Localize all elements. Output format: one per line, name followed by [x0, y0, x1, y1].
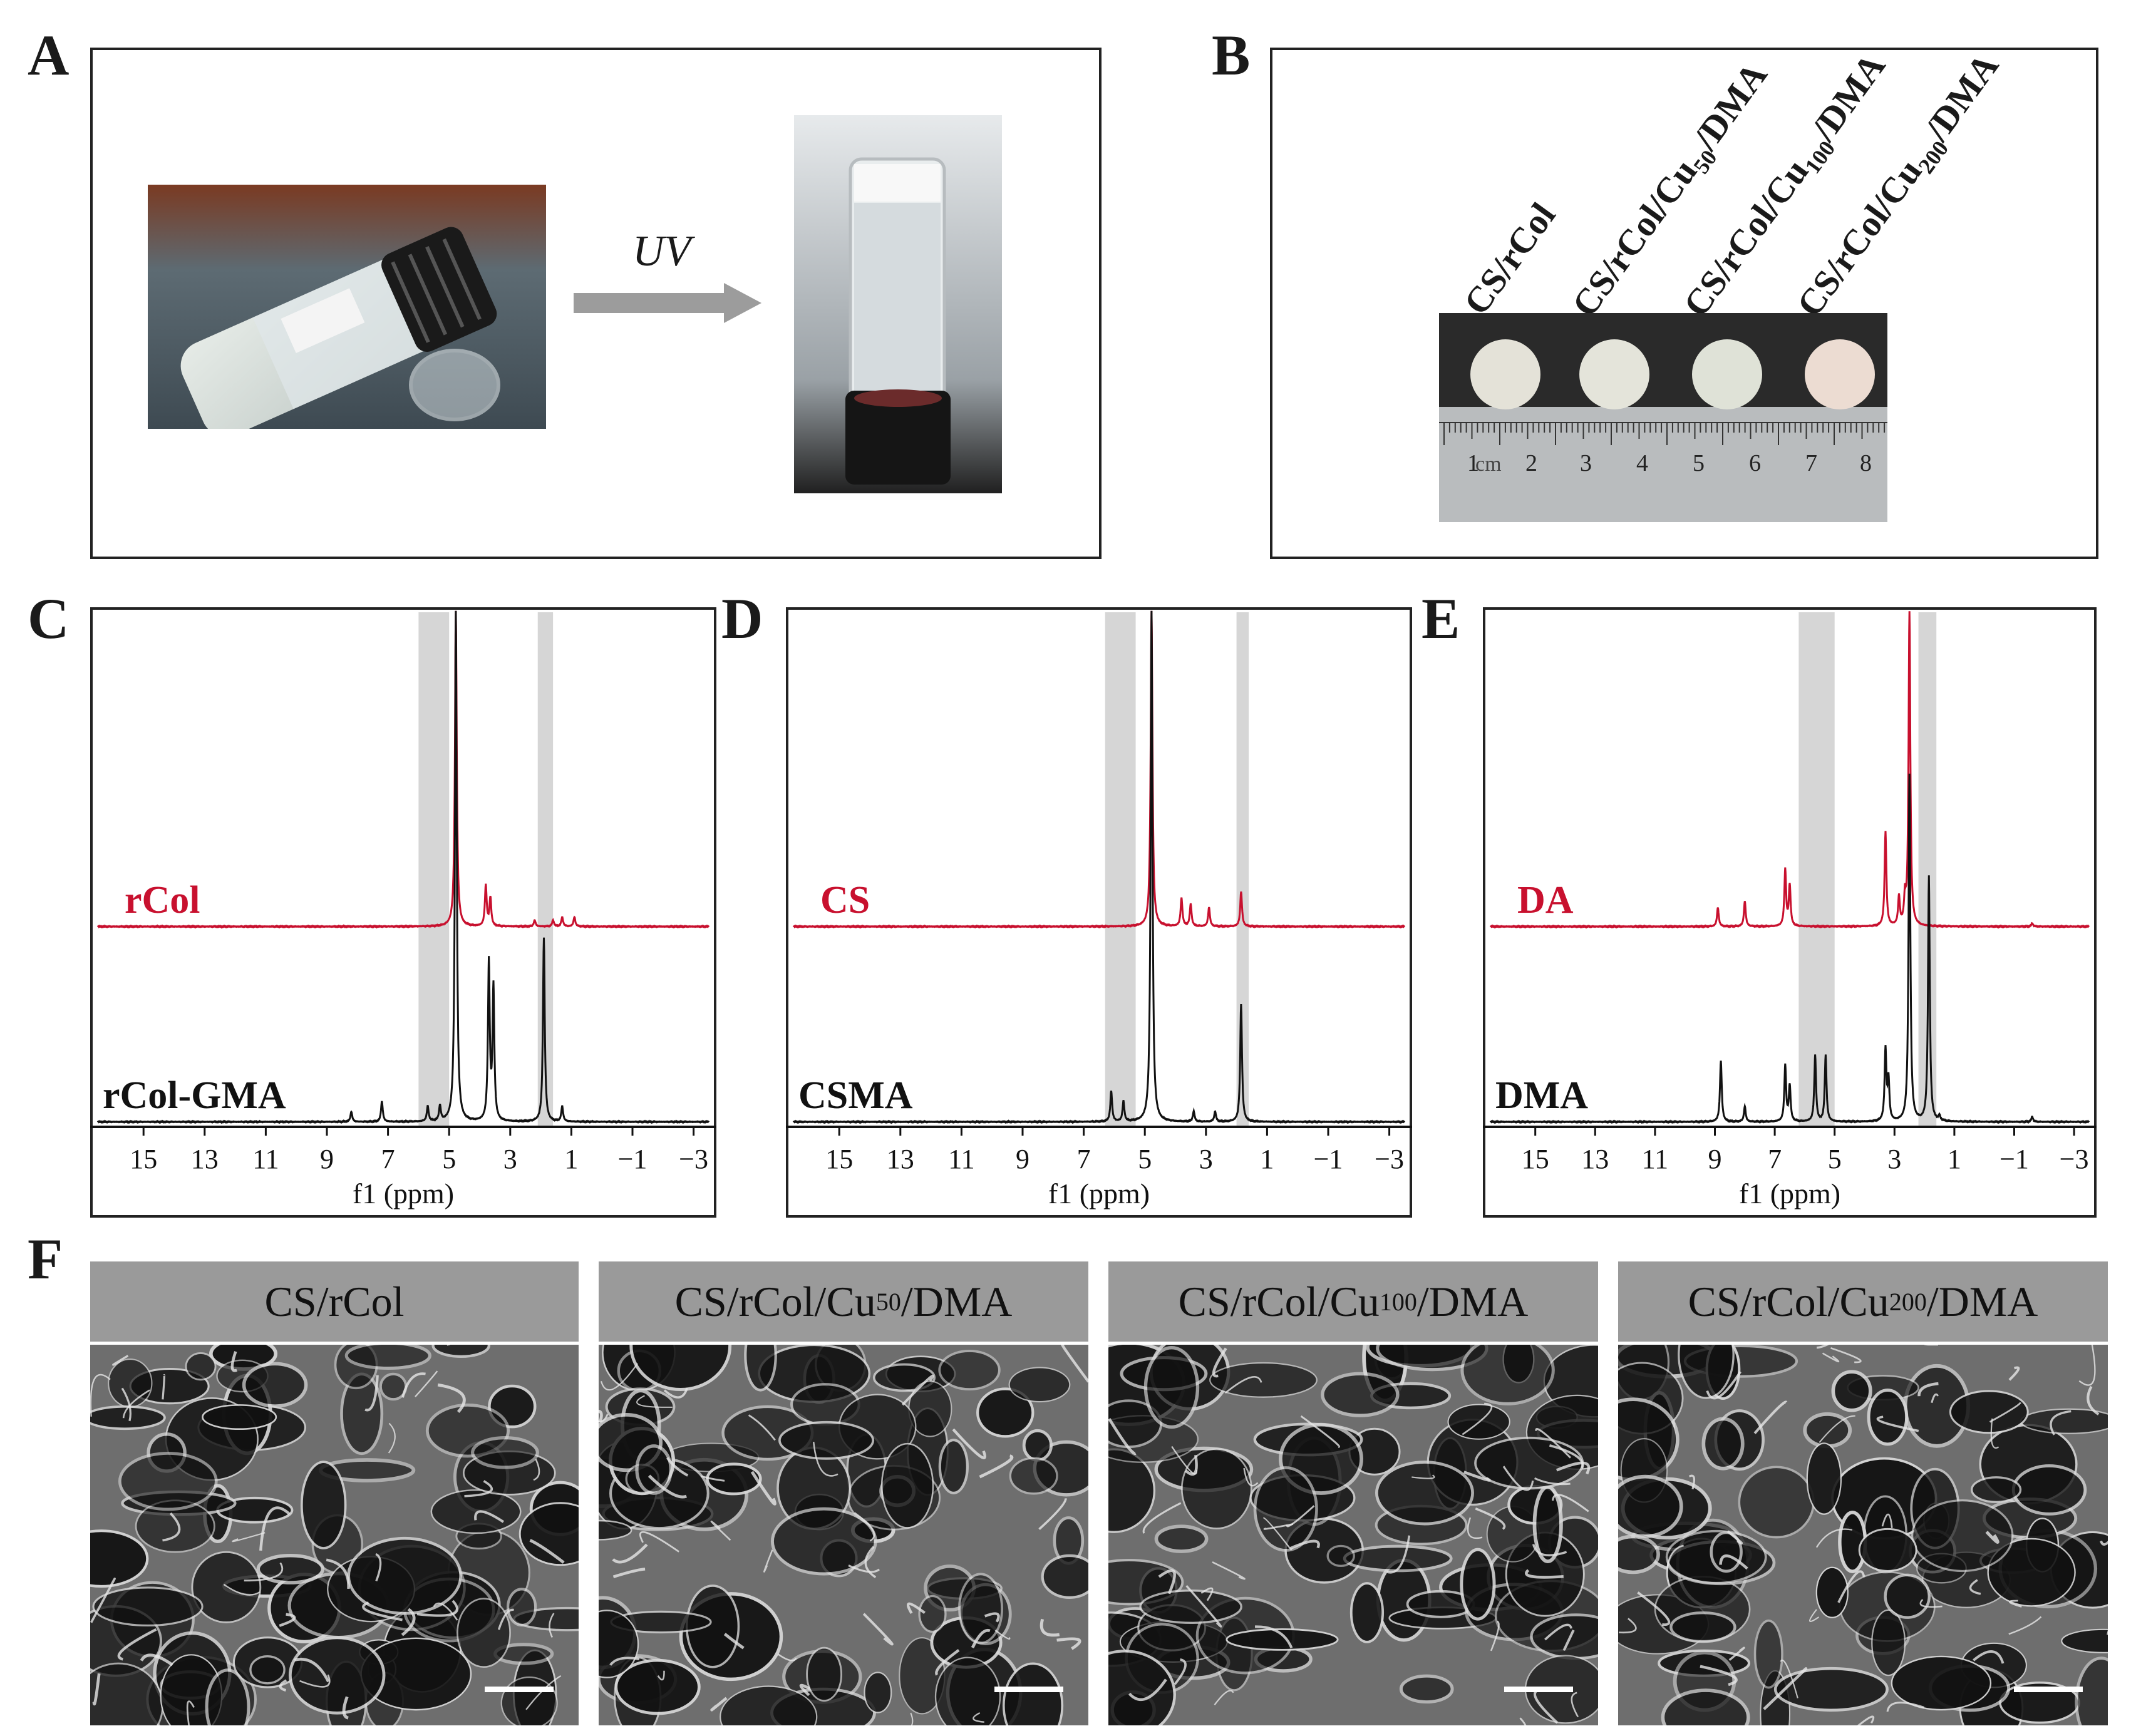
nmr-chart-e: DA DMA 15 13 11 9 7 5 3 1 −1 −3 f1 (ppm) [1483, 611, 2097, 1210]
x-tick-label-7: 1 [1948, 1144, 1961, 1174]
x-tick-label-0: 15 [825, 1144, 853, 1174]
ruler-num-4: 4 [1636, 450, 1648, 476]
series-label-rCol-GMA: rCol-GMA [103, 1074, 286, 1117]
x-tick-label-0: 15 [130, 1144, 157, 1174]
x-tick-label-0: 15 [1522, 1144, 1549, 1174]
panel-c-frame [90, 607, 716, 1218]
panel-letter-f: F [28, 1227, 63, 1291]
panel-letter-c: C [28, 587, 70, 650]
scale-bar [994, 1687, 1063, 1692]
scale-bar [485, 1687, 554, 1692]
x-tick-label-9: −3 [1375, 1144, 1404, 1174]
highlight-band-1 [1236, 612, 1249, 1127]
spectrum-rCol [96, 610, 710, 929]
x-axis-label: f1 (ppm) [353, 1178, 454, 1210]
ruler-cm: cm [1475, 453, 1502, 476]
highlight-band-0 [1105, 612, 1136, 1127]
x-tick-label-4: 7 [381, 1144, 395, 1174]
spectrum-CS [792, 610, 1406, 929]
panel-letter-d: D [721, 587, 763, 650]
x-tick-label-3: 9 [1016, 1144, 1029, 1174]
ruler-num-3: 3 [1580, 450, 1592, 476]
sem-image-2 [599, 1345, 1088, 1725]
x-axis-label: f1 (ppm) [1739, 1178, 1840, 1210]
x-tick-label-3: 9 [320, 1144, 334, 1174]
series-label-CSMA: CSMA [798, 1074, 913, 1117]
x-tick-label-7: 1 [564, 1144, 578, 1174]
spectrum-rCol-GMA [96, 610, 710, 1124]
x-tick-label-9: −3 [2060, 1144, 2089, 1174]
x-axis-label: f1 (ppm) [1048, 1178, 1150, 1210]
x-tick-label-6: 3 [1887, 1144, 1901, 1174]
scale-bar [1504, 1687, 1573, 1692]
x-tick-label-4: 7 [1768, 1144, 1782, 1174]
ruler-num-1: 1 [1467, 450, 1479, 476]
highlight-band-0 [1798, 612, 1835, 1127]
panel-d-frame [786, 607, 1412, 1218]
series-label-rCol: rCol [125, 879, 200, 922]
panel-letter-a: A [28, 23, 70, 87]
x-tick-label-5: 5 [442, 1144, 456, 1174]
x-tick-label-2: 11 [252, 1144, 279, 1174]
ruler-num-7: 7 [1805, 450, 1817, 476]
ruler-num-8: 8 [1860, 450, 1872, 476]
spectrum-CSMA [792, 610, 1406, 1124]
x-tick-label-8: −1 [1314, 1144, 1343, 1174]
x-tick-label-6: 3 [503, 1144, 517, 1174]
x-tick-label-5: 5 [1828, 1144, 1842, 1174]
x-tick-label-3: 9 [1708, 1144, 1722, 1174]
spectrum-DA [1489, 611, 2090, 929]
series-label-DMA: DMA [1495, 1074, 1588, 1117]
scale-bar [2014, 1687, 2083, 1692]
nmr-chart-c: rCol rCol-GMA 15 13 11 9 7 5 3 1 −1 −3 f1 (ppm) [90, 610, 716, 1210]
x-tick-label-2: 11 [948, 1144, 974, 1174]
x-tick-label-9: −3 [679, 1144, 708, 1174]
x-tick-label-8: −1 [618, 1144, 648, 1174]
series-label-DA: DA [1517, 879, 1574, 922]
sem-header-1: CS/rCol [90, 1261, 579, 1342]
sem-image-1 [90, 1345, 579, 1725]
x-tick-label-6: 3 [1199, 1144, 1213, 1174]
x-tick-label-1: 13 [1581, 1144, 1609, 1174]
nmr-chart-d: CS CSMA 15 13 11 9 7 5 3 1 −1 −3 f1 (ppm) [786, 610, 1412, 1210]
sem-image-3 [1108, 1345, 1598, 1725]
series-label-CS: CS [820, 879, 870, 922]
highlight-band-0 [418, 612, 450, 1127]
ruler-num-5: 5 [1693, 450, 1705, 476]
x-tick-label-7: 1 [1260, 1144, 1274, 1174]
panel-letter-e: E [1422, 587, 1460, 650]
x-tick-label-1: 13 [887, 1144, 914, 1174]
x-tick-label-4: 7 [1077, 1144, 1091, 1174]
ruler-num-2: 2 [1525, 450, 1537, 476]
samples-ruler-photo: cm 1 2 3 4 5 6 7 8 [1439, 313, 1887, 522]
uv-arrow [574, 283, 761, 323]
vial-inverted-photo [794, 115, 1002, 493]
panel-e-frame [1483, 607, 2097, 1218]
x-tick-label-5: 5 [1138, 1144, 1152, 1174]
ruler-num-6: 6 [1749, 450, 1761, 476]
sem-image-4 [1618, 1345, 2108, 1725]
spectrum-DMA [1489, 773, 2090, 1124]
vial-tilted-photo [148, 185, 546, 429]
x-tick-label-8: −1 [1999, 1144, 2029, 1174]
x-tick-label-1: 13 [191, 1144, 219, 1174]
uv-label: UV [632, 227, 691, 275]
panel-letter-b: B [1212, 23, 1251, 87]
x-tick-label-2: 11 [1642, 1144, 1668, 1174]
